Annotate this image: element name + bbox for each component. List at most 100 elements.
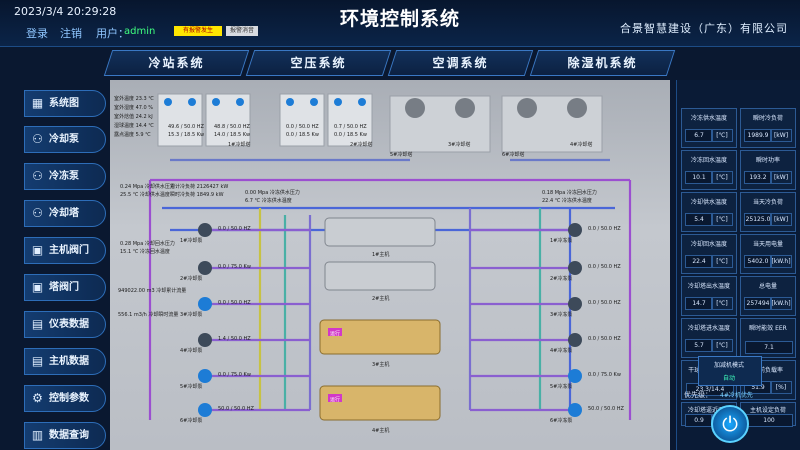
pump-icon: ⚇	[32, 169, 43, 183]
login-link[interactable]: 登录	[26, 27, 48, 40]
tower-icon: ⚇	[32, 206, 43, 220]
tower-1-freq: 49.6 / 50.0 HZ	[168, 124, 204, 130]
chilled-supply-pressure: 0.00 Mpa 冷冻供水压力	[245, 189, 300, 196]
right-pump-5-label: 5#冷冻泵	[550, 383, 572, 390]
user-label: 用户：	[96, 27, 129, 40]
right-pump-2-reading: 0.0 / 50.0 HZ	[588, 264, 621, 270]
priority-value: 4#冷机优先	[720, 392, 753, 399]
logout-link[interactable]: 注销	[60, 27, 82, 40]
power-icon[interactable]: ⏻	[711, 405, 749, 443]
add-remove-mode-button[interactable]	[698, 356, 762, 386]
chiller-4-label: 4#主机	[372, 427, 389, 434]
cooling-towers	[157, 93, 603, 153]
left-pump-4-label: 4#冷却泵	[180, 347, 202, 354]
sidebar-item-data-query[interactable]: ▥数据查询	[24, 422, 106, 449]
left-pump-labels: 0.0 / 50.0 HZ 1#冷却泵 0.0 / 75.0 Kw 2#冷却泵 …	[180, 226, 254, 424]
right-pump-1-reading: 0.0 / 50.0 HZ	[588, 226, 621, 232]
piping-diagram-svg: 室外温度 23.3 ℃ 室外湿度 47.0 % 室外焓值 24.2 kJ 湿球温…	[114, 93, 632, 434]
tab-dehumidifier[interactable]: 除湿机系统	[529, 50, 676, 76]
valve-icon: ▣	[31, 280, 44, 294]
outdoor-temp: 室外温度 23.3 ℃	[114, 95, 154, 102]
tower-labels: 49.6 / 50.0 HZ 15.3 / 18.5 Kw 48.8 / 50.…	[168, 124, 592, 158]
tower-1-label: 1#冷却塔	[228, 141, 250, 148]
chilled-supply-temp-b: 6.7 ℃ 冷冻供水温度	[245, 197, 292, 204]
pumps	[198, 223, 582, 417]
left-pump-6-label: 6#冷却泵	[180, 417, 202, 424]
chiller-4-status: 运行	[330, 396, 340, 403]
right-pump-4-label: 4#冷冻泵	[550, 347, 572, 354]
right-pump-6-label: 6#冷冻泵	[550, 417, 572, 424]
sidebar-item-cooling-pump[interactable]: ⚇冷却泵	[24, 126, 106, 153]
outdoor-enthalpy: 室外焓值 24.2 kJ	[114, 113, 153, 120]
valve-icon: ▣	[31, 243, 44, 257]
sidebar-item-control-params[interactable]: ⚙控制参数	[24, 385, 106, 412]
outdoor-humidity: 室外湿度 47.0 %	[114, 104, 153, 111]
right-pump-5-reading: 0.0 / 75.0 Kw	[588, 372, 621, 378]
datetime-display: 2023/3/4 20:29:28	[14, 5, 117, 18]
alarm-badge[interactable]: 有报警发生	[174, 26, 222, 36]
pump-icon: ⚇	[32, 132, 43, 146]
right-pump-1-label: 1#冷冻泵	[550, 237, 572, 244]
priority-label: 优先级：	[684, 391, 712, 399]
sidebar-item-chiller-valves[interactable]: ▣主机阀门	[24, 237, 106, 264]
tower-3-power: 0.0 / 18.5 Kw	[286, 132, 319, 138]
cooling-supply-pressure: 0.24 Mpa 冷却供水压力	[120, 183, 175, 190]
header-bar	[0, 0, 800, 47]
right-pump-3-reading: 0.0 / 50.0 HZ	[588, 300, 621, 306]
left-pump-2-reading: 0.0 / 75.0 Kw	[218, 264, 251, 270]
alarm-silence-button[interactable]: 报警消音	[226, 26, 258, 36]
right-pump-6-reading: 50.0 / 50.0 HZ	[588, 406, 624, 412]
pipes	[148, 158, 632, 420]
tower-4-label: 4#冷却塔	[570, 141, 592, 148]
gear-icon: ⚙	[32, 391, 43, 405]
sidebar-item-cooling-tower[interactable]: ⚇冷却塔	[24, 200, 106, 227]
tab-cold-station[interactable]: 冷站系统	[103, 50, 250, 76]
chart-icon: ▥	[31, 428, 44, 442]
system-tabs: 冷站系统 空压系统 空调系统 除湿机系统	[103, 50, 676, 76]
grid-icon: ▦	[31, 96, 44, 110]
data-icon: ▤	[31, 354, 44, 368]
chilled-return-pressure: 0.18 Mpa 冷冻回水压力	[542, 189, 597, 196]
tower-2-label: 2#冷却塔	[350, 141, 372, 148]
tower-4-power: 0.0 / 18.5 Kw	[334, 132, 367, 138]
tower-6-label: 6#冷却塔	[502, 151, 524, 158]
chiller-1-label: 1#主机	[372, 251, 389, 258]
cooling-supply-temp: 25.5 ℃ 冷却供水温度	[120, 191, 170, 198]
cumulative-cooling-load: 累计冷负荷 2126427 kW	[170, 183, 228, 190]
tower-2-power: 14.0 / 18.5 Kw	[214, 132, 250, 138]
left-pump-3-reading: 0.0 / 50.0 HZ	[218, 300, 251, 306]
sidebar-item-tower-valves[interactable]: ▣塔阀门	[24, 274, 106, 301]
tab-air-compressor[interactable]: 空压系统	[245, 50, 392, 76]
tab-air-conditioning[interactable]: 空调系统	[387, 50, 534, 76]
chilled-return-temp: 15.1 ℃ 冷冻回水温度	[120, 248, 170, 255]
left-pump-5-label: 5#冷却泵	[180, 383, 202, 390]
left-pump-2-label: 2#冷却泵	[180, 275, 202, 282]
right-pump-4-reading: 0.0 / 50.0 HZ	[588, 336, 621, 342]
right-pump-2-label: 2#冷冻泵	[550, 275, 572, 282]
cooling-cumulative-flow: 949022.00 m3 冷却累计流量	[118, 287, 186, 294]
pipe-readings: 0.24 Mpa 冷却供水压力 25.5 ℃ 冷却供水温度 0.28 Mpa 冷…	[118, 183, 597, 318]
left-pump-1-reading: 0.0 / 50.0 HZ	[218, 226, 251, 232]
sidebar-item-meter-data[interactable]: ▤仪表数据	[24, 311, 106, 338]
tower-5-label: 5#冷却塔	[390, 151, 412, 158]
tower-3-freq: 0.0 / 50.0 HZ	[286, 124, 319, 130]
chiller-3-label: 3#主机	[372, 361, 389, 368]
sidebar-item-system-diagram[interactable]: ▦系统图	[24, 90, 106, 117]
dew-point-temp: 露点温度 5.9 ℃	[114, 131, 151, 138]
plant-diagram: 室外温度 23.3 ℃ 室外湿度 47.0 % 室外焓值 24.2 kJ 湿球温…	[110, 80, 670, 450]
sidebar-item-chilled-pump[interactable]: ⚇冷冻泵	[24, 163, 106, 190]
weather-readings: 室外温度 23.3 ℃ 室外湿度 47.0 % 室外焓值 24.2 kJ 湿球温…	[114, 95, 154, 138]
sidebar-item-chiller-data[interactable]: ▤主机数据	[24, 348, 106, 375]
chillers	[319, 217, 441, 421]
